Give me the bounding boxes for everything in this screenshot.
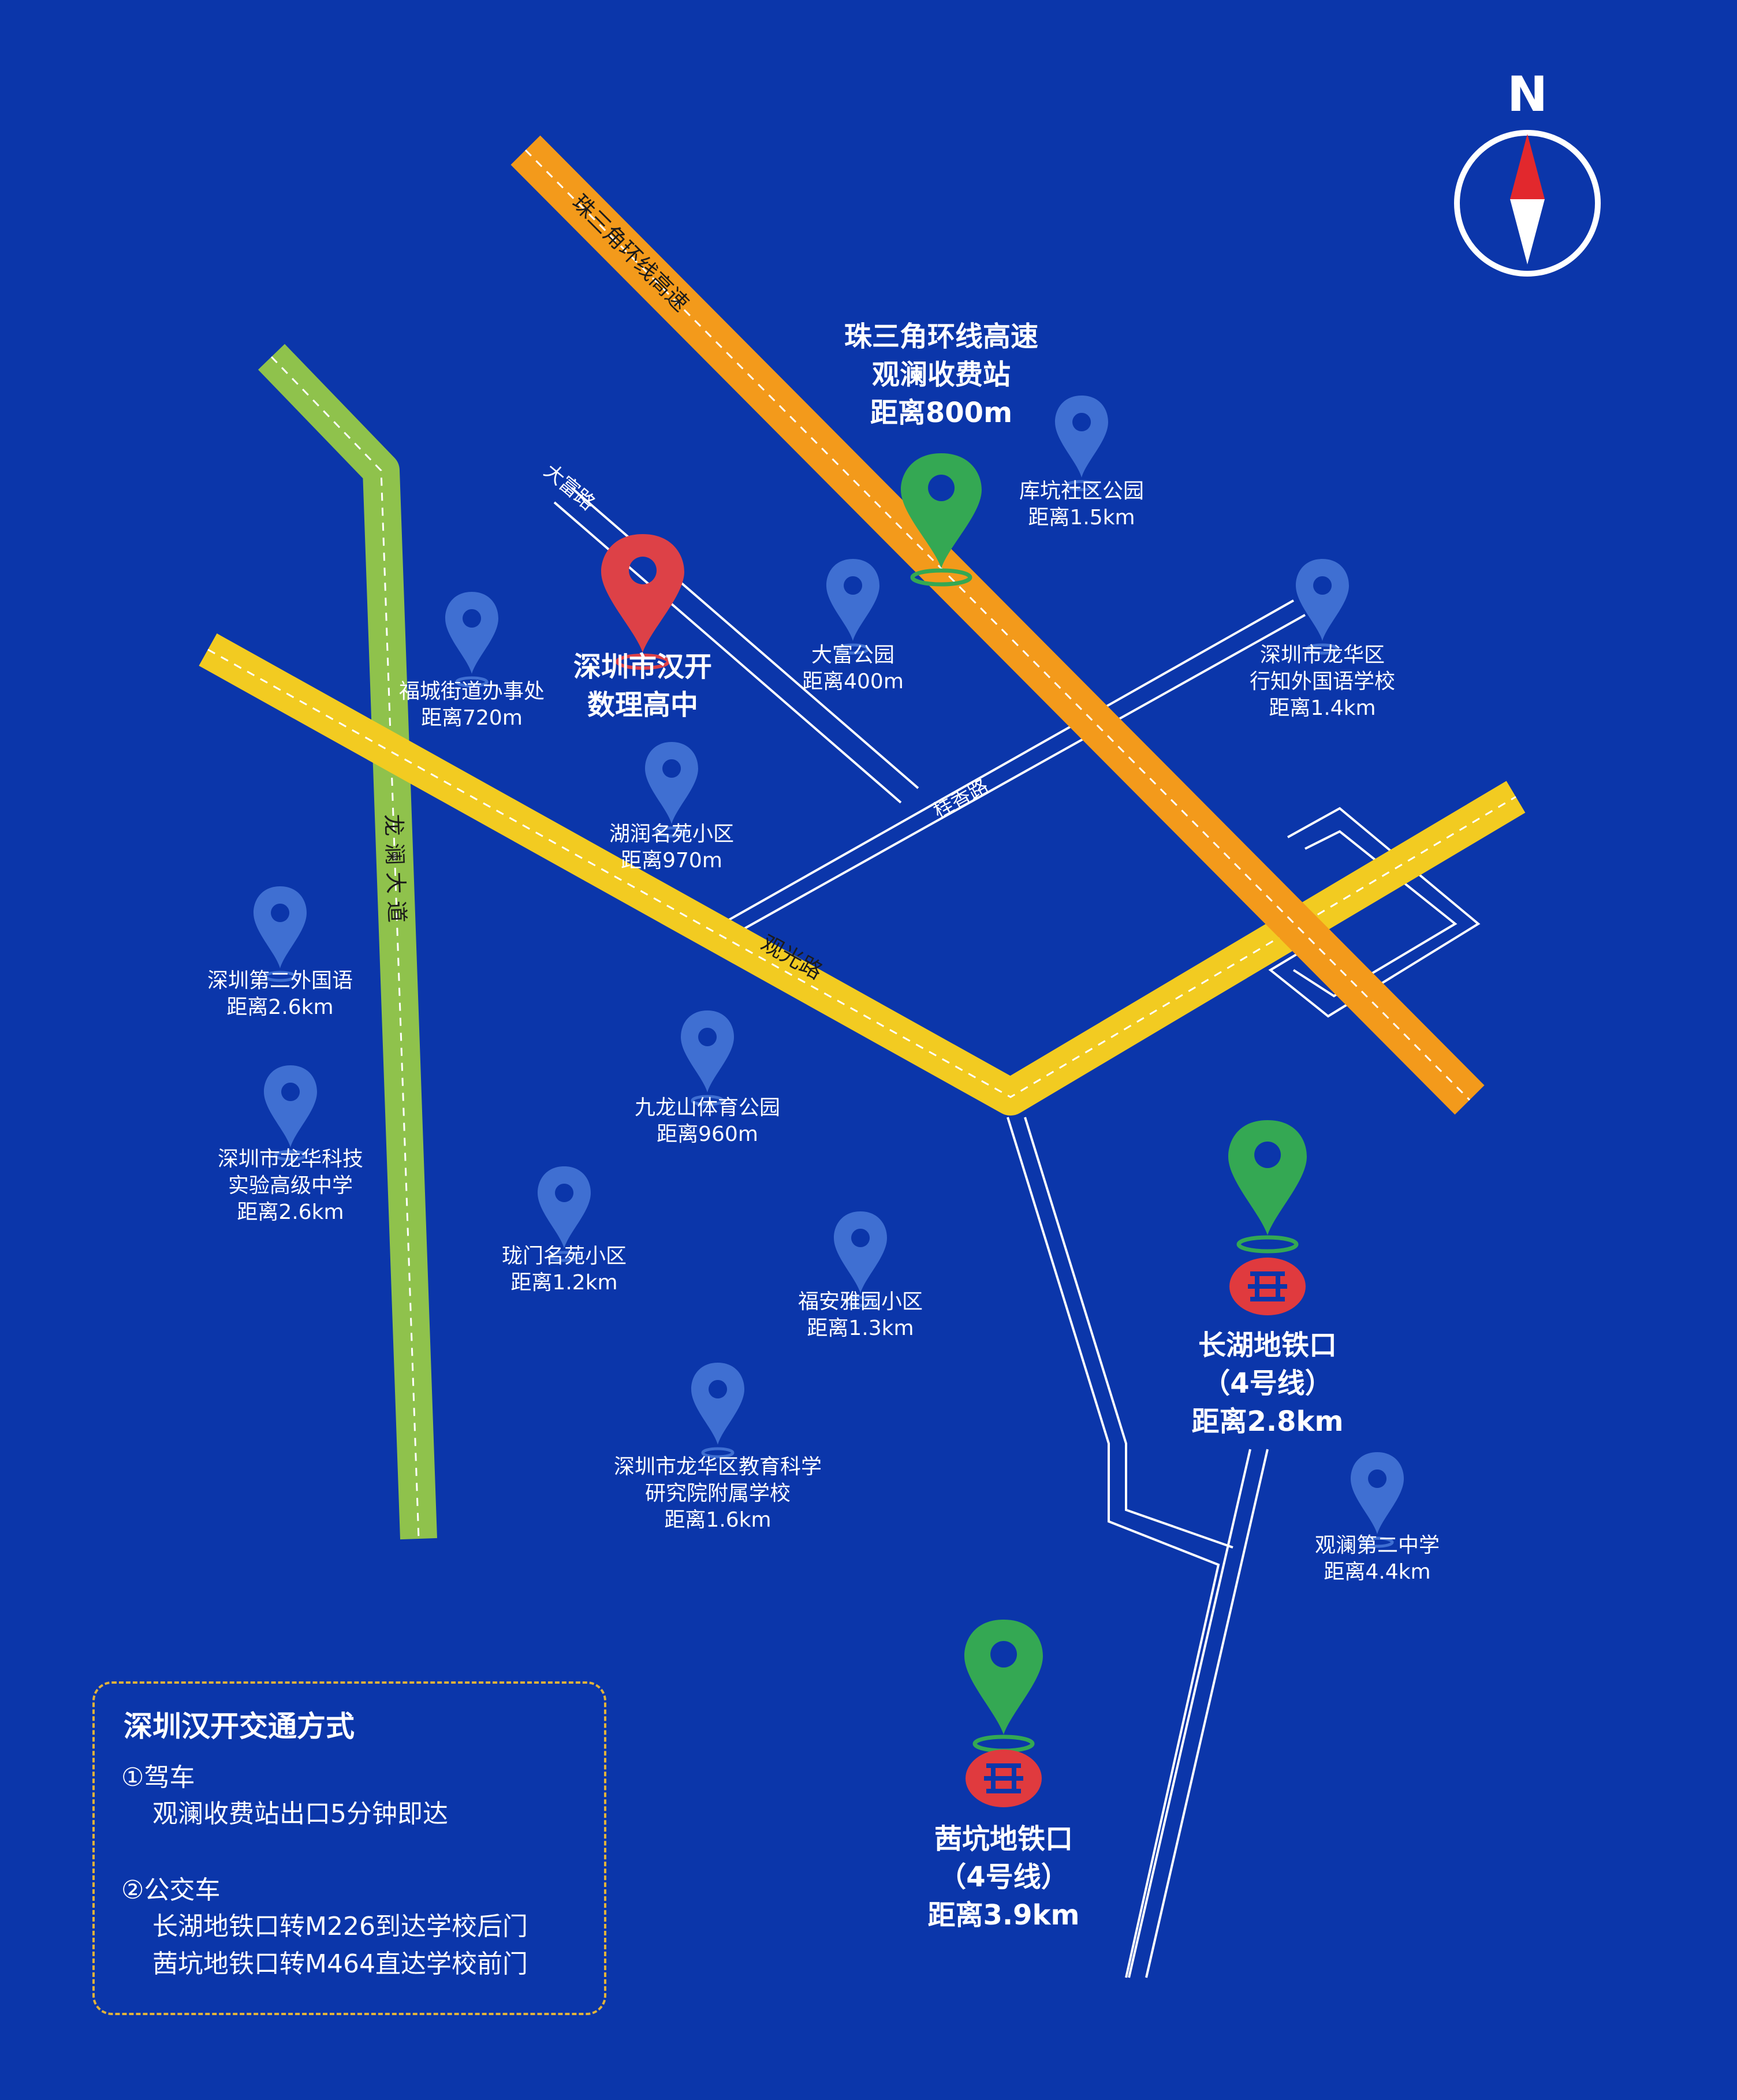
poi-distance: 距离720m	[421, 706, 523, 730]
poi-label: 深圳市龙华区 行知外国语学校 距离1.4km	[1250, 642, 1395, 722]
xikeng-metro-pin	[964, 1620, 1043, 1753]
poi-name: 九龙山体育公园	[634, 1096, 781, 1120]
map-pin-icon	[691, 1363, 744, 1457]
legend-title: 深圳汉开交通方式	[124, 1710, 355, 1743]
map-pin-icon	[1296, 559, 1349, 653]
metro-logo-icon	[966, 1750, 1042, 1807]
changhu-metro-label: 长湖地铁口 （4号线） 距离2.8km	[1192, 1326, 1344, 1441]
longlan-avenue	[258, 344, 437, 1540]
map-pin-icon	[826, 559, 879, 653]
poi-label: 九龙山体育公园 距离960m	[635, 1095, 780, 1148]
poi-name: 观澜第二中学	[1314, 1534, 1440, 1557]
poi-label: 深圳市龙华区教育科学 研究院附属学校 距离1.6km	[614, 1454, 822, 1534]
metro-label-line: （4号线）	[1202, 1367, 1333, 1400]
map-pin-icon	[264, 1065, 317, 1159]
poi-label: 福安雅园小区 距离1.3km	[798, 1289, 923, 1342]
poi-label: 深圳市龙华科技 实验高级中学 距离2.6km	[218, 1146, 363, 1226]
poi-name: 研究院附属学校	[644, 1482, 791, 1505]
poi-distance: 距离1.4km	[1269, 696, 1376, 720]
metro-label-line: 距离2.8km	[1191, 1405, 1344, 1438]
north-metro-road	[1128, 1449, 1269, 1978]
poi-label: 大富公园 距离400m	[802, 642, 904, 695]
poi-distance: 距离1.3km	[807, 1316, 914, 1340]
expressway-road	[510, 135, 1485, 1115]
poi-label: 福城街道办事处 距离720m	[399, 678, 545, 732]
poi-name: 实验高级中学	[228, 1174, 353, 1198]
legend-heading-bus: ②公交车	[121, 1875, 221, 1905]
metro-label-line: 长湖地铁口	[1198, 1329, 1337, 1362]
map-pin-icon	[681, 1010, 734, 1105]
map-pin-icon	[1055, 396, 1108, 490]
map-pin-icon	[254, 886, 307, 980]
school-label-line: 深圳市汉开	[573, 651, 713, 683]
compass-north-label: N	[1507, 66, 1548, 122]
poi-label: 观澜第二中学 距离4.4km	[1315, 1532, 1440, 1586]
xikeng-metro-label: 茜坑地铁口 （4号线） 距离3.9km	[928, 1820, 1080, 1934]
poi-name: 大富公园	[811, 643, 895, 667]
toll-station-pin-icon	[901, 453, 982, 587]
toll-label-line: 距离800m	[870, 397, 1013, 429]
transport-legend: 深圳汉开交通方式 ①驾车 观澜收费站出口5分钟即达 ②公交车 长湖地铁口转M22…	[92, 1681, 606, 2015]
school-pin-icon	[601, 534, 684, 670]
expressway-label: 珠三角环线高速	[567, 190, 694, 316]
metro-label-line: 茜坑地铁口	[934, 1823, 1073, 1855]
interchange-loop	[1268, 807, 1481, 1018]
poi-distance: 距离4.4km	[1324, 1560, 1431, 1584]
legend-detail: 长湖地铁口转M226到达学校后门	[152, 1912, 528, 1941]
guanguang-road	[199, 633, 1526, 1116]
poi-distance: 距离1.6km	[664, 1508, 771, 1532]
south-road	[1007, 1117, 1233, 1978]
poi-distance: 距离960m	[657, 1122, 758, 1146]
poi-name: 福安雅园小区	[797, 1290, 923, 1314]
changhu-metro-pin	[1228, 1120, 1307, 1254]
legend-heading-drive: ①驾车	[121, 1763, 195, 1792]
poi-name: 湖润名苑小区	[609, 822, 735, 846]
compass: N	[1454, 66, 1601, 277]
poi-label: 库坑社区公园 距离1.5km	[1019, 478, 1144, 531]
poi-distance: 距离970m	[621, 849, 722, 872]
metro-label-line: 距离3.9km	[927, 1899, 1080, 1931]
legend-detail: 茜坑地铁口转M464直达学校前门	[152, 1949, 528, 1979]
poi-name: 行知外国语学校	[1249, 670, 1396, 693]
poi-name: 珑门名苑小区	[501, 1244, 627, 1268]
school-label: 深圳市汉开 数理高中	[573, 648, 712, 724]
poi-name: 深圳市龙华区教育科学	[613, 1455, 822, 1479]
toll-label-line: 珠三角环线高速	[844, 320, 1039, 353]
poi-name: 福城街道办事处	[398, 680, 545, 703]
school-label-line: 数理高中	[587, 689, 699, 721]
poi-distance: 距离1.5km	[1028, 506, 1135, 529]
guixiang-road-label: 桂香路	[930, 774, 993, 823]
longlan-label: 龙澜大道	[381, 814, 410, 930]
poi-label: 湖润名苑小区 距离970m	[609, 821, 734, 874]
poi-distance: 距离2.6km	[237, 1200, 344, 1224]
metro-label-line: （4号线）	[938, 1861, 1069, 1893]
legend-detail: 观澜收费站出口5分钟即达	[152, 1799, 448, 1829]
poi-distance: 距离1.2km	[510, 1271, 618, 1295]
toll-label-line: 观澜收费站	[871, 359, 1011, 391]
guixiang-road	[721, 599, 1306, 942]
metro-logo-icon	[1229, 1258, 1306, 1315]
poi-distance: 距离400m	[802, 670, 904, 693]
poi-name: 库坑社区公园	[1019, 479, 1145, 503]
poi-name: 深圳第二外国语	[207, 969, 353, 993]
map-pin-icon	[445, 592, 498, 686]
poi-label: 珑门名苑小区 距离1.2km	[502, 1243, 627, 1296]
dafu-road-label: 大富路	[539, 460, 599, 515]
north-arrow-icon	[1510, 134, 1545, 264]
poi-distance: 距离2.6km	[226, 995, 334, 1019]
poi-name: 深圳市龙华区	[1259, 643, 1385, 667]
poi-name: 深圳市龙华科技	[217, 1147, 364, 1171]
poi-label: 深圳第二外国语 距离2.6km	[207, 968, 353, 1021]
toll-station-label: 珠三角环线高速 观澜收费站 距离800m	[844, 318, 1038, 432]
